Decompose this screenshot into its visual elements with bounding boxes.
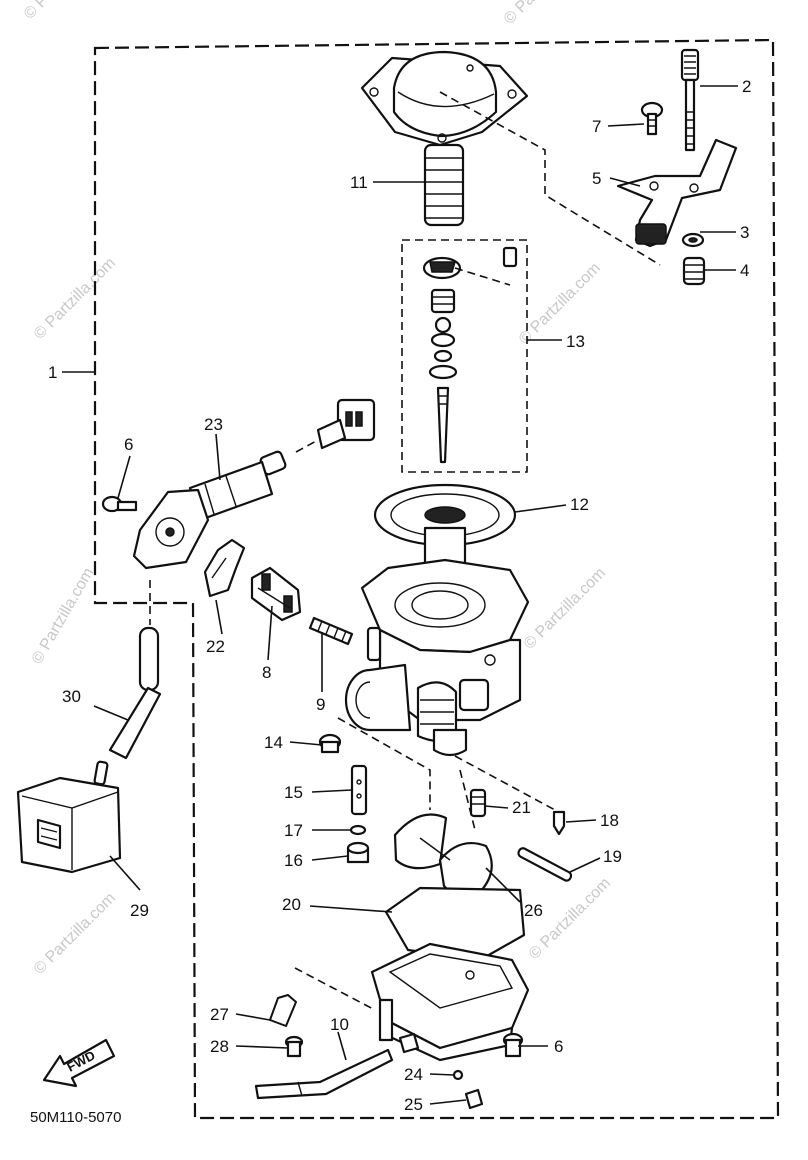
- callout-14: 14: [264, 733, 283, 752]
- callout-5: 5: [592, 169, 601, 188]
- callout-22: 22: [206, 637, 225, 656]
- leader-lines: [62, 85, 738, 1105]
- callout-16: 16: [284, 851, 303, 870]
- callout-26: 26: [524, 901, 543, 920]
- guide-line: [439, 91, 661, 266]
- watermark: © Partzilla.com: [31, 255, 119, 343]
- float-26: [393, 813, 493, 897]
- drain-screw-24: [398, 1032, 464, 1081]
- watermark: © Partzilla.com: [501, 0, 589, 28]
- washer-3: [681, 232, 705, 248]
- callout-7: 7: [592, 117, 601, 136]
- carburetor-top-cap: [360, 50, 529, 147]
- screw-assembly-8: [250, 566, 302, 622]
- watermark: © Partzilla.com: [521, 565, 609, 653]
- callout-12: 12: [570, 495, 589, 514]
- callout-30: 30: [62, 687, 81, 706]
- callout-20: 20: [282, 895, 301, 914]
- plug-16: [346, 841, 370, 864]
- diagram-code: 50M110-5070: [30, 1109, 121, 1126]
- guide-line: [337, 717, 431, 810]
- float-bowl: [370, 942, 530, 1062]
- callout-25: 25: [404, 1095, 423, 1114]
- callout-21: 21: [512, 798, 531, 817]
- hose-30: [108, 626, 162, 760]
- callout-23: 23: [204, 415, 223, 434]
- callout-6-right: 6: [554, 1037, 563, 1056]
- callout-29: 29: [130, 901, 149, 920]
- callout-2: 2: [742, 77, 751, 96]
- spring-9: [308, 616, 354, 646]
- needle-kit-13: [422, 246, 518, 464]
- screw-6-left: [101, 495, 138, 513]
- callout-3: 3: [740, 223, 749, 242]
- float-pin-19: [517, 847, 573, 882]
- jet-14: [318, 733, 342, 754]
- spring-4: [682, 256, 706, 286]
- o-ring-17: [349, 824, 367, 836]
- callout-24: 24: [404, 1065, 423, 1084]
- guide-line: [454, 755, 556, 811]
- fwd-arrow-icon: FWD: [42, 1038, 116, 1088]
- guide-line: [459, 769, 476, 831]
- callout-1: 1: [48, 363, 57, 382]
- callout-13: 13: [566, 332, 585, 351]
- gasket-22: [203, 538, 246, 598]
- callout-27: 27: [210, 1005, 229, 1024]
- carburetor-body: [344, 558, 530, 757]
- guide-line: [294, 967, 376, 1011]
- clip-27: [269, 994, 297, 1027]
- screw-6-right: [502, 1032, 524, 1058]
- main-jet-15: [350, 764, 368, 816]
- air-filter-29: [16, 760, 122, 874]
- bracket-5: [616, 138, 738, 248]
- watermark: © Partzilla.com: [516, 260, 604, 348]
- watermark: © Partzilla.com: [21, 0, 109, 23]
- callout-11: 11: [350, 173, 368, 192]
- callout-9: 9: [316, 695, 325, 714]
- callout-15: 15: [284, 783, 303, 802]
- watermark: © Partzilla.com: [31, 890, 119, 978]
- callout-6-left: 6: [124, 435, 133, 454]
- throttle-sensor-23: [132, 398, 376, 570]
- throttle-screw-2: [680, 48, 700, 152]
- needle-valve-18: [552, 810, 566, 836]
- callouts: 2 7 5 3 4 11 13 12 1 6 23 22 8 9 14 15 1…: [48, 77, 751, 1114]
- needle-kit-boundary: [401, 239, 528, 473]
- callout-8: 8: [262, 663, 271, 682]
- spring-11: [423, 143, 465, 227]
- screw-28: [284, 1035, 304, 1058]
- screw-7: [640, 101, 664, 136]
- jet-21: [469, 788, 487, 818]
- screw-25: [464, 1088, 484, 1110]
- watermark: © Partzilla.com: [29, 565, 98, 667]
- callout-19: 19: [603, 847, 622, 866]
- callout-10: 10: [330, 1015, 349, 1034]
- callout-4: 4: [740, 261, 749, 280]
- callout-17: 17: [284, 821, 303, 840]
- gasket-20: [384, 886, 526, 962]
- callout-28: 28: [210, 1037, 229, 1056]
- drain-hose-10: [254, 1048, 394, 1100]
- callout-18: 18: [600, 811, 619, 830]
- assembly-boundary: [93, 38, 780, 1120]
